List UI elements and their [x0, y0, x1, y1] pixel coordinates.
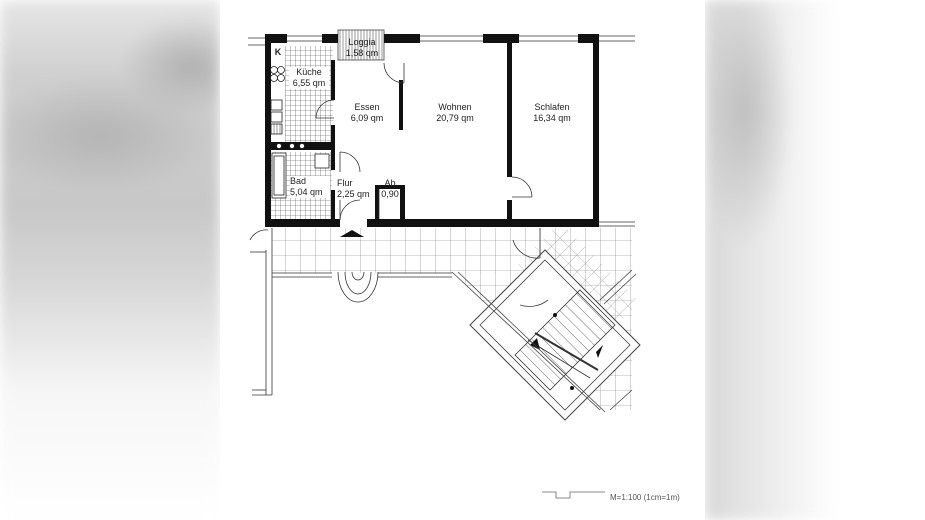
room-area: 2,25 qm: [337, 189, 370, 199]
room-name: Flur: [337, 178, 353, 188]
corridor-outline: [249, 228, 541, 396]
room-label-bad: Bad 5,04 qm: [290, 176, 330, 198]
kitchen-marker: K: [274, 47, 282, 57]
room-area: 20,79 qm: [436, 113, 474, 123]
room-name: Schlafen: [534, 102, 570, 112]
blurred-background-right: [705, 0, 925, 520]
room-area: 0,90: [381, 189, 399, 199]
windows: [248, 35, 635, 227]
room-area: 6,09 qm: [350, 113, 384, 123]
room-name: Loggia: [348, 37, 376, 47]
room-label-wohnen: Wohnen 20,79 qm: [430, 102, 480, 124]
room-name: Ab: [384, 178, 396, 188]
room-label-schlafen: Schlafen 16,34 qm: [526, 102, 578, 124]
doors: [315, 62, 533, 221]
room-name: Wohnen: [438, 102, 472, 112]
stair-arrow-up-icon: [530, 338, 540, 350]
stair-arrow-down-icon: [596, 345, 603, 358]
room-label-essen: Essen 6,09 qm: [344, 102, 390, 124]
room-area: 16,34 qm: [533, 113, 571, 123]
room-label-abstellraum: Ab 0,90: [379, 178, 401, 200]
room-area: 5,04 qm: [290, 187, 323, 197]
room-name: Bad: [290, 176, 307, 186]
scale-bar: [542, 491, 605, 499]
staircase: [451, 222, 641, 421]
scale-label: M=1:100 (1cm=1m): [610, 493, 680, 502]
room-label-flur: Flur 2,25 qm: [337, 178, 377, 200]
bath-fixtures: [271, 143, 330, 199]
room-name: Essen: [354, 102, 380, 112]
room-label-kueche: Küche 6,55 qm: [289, 67, 329, 89]
room-name: Küche: [296, 67, 322, 77]
room-area: 6,55 qm: [292, 78, 326, 88]
kitchen-tile-floor: [285, 46, 333, 142]
entrance-arrow-icon: [340, 230, 364, 237]
loggia-hatch: [337, 29, 385, 61]
room-area: 1,58 qm: [345, 48, 379, 58]
room-label-loggia: Loggia 1,58 qm: [342, 37, 382, 59]
blurred-background-left: [0, 0, 220, 520]
kitchen-fixtures: [270, 66, 285, 135]
